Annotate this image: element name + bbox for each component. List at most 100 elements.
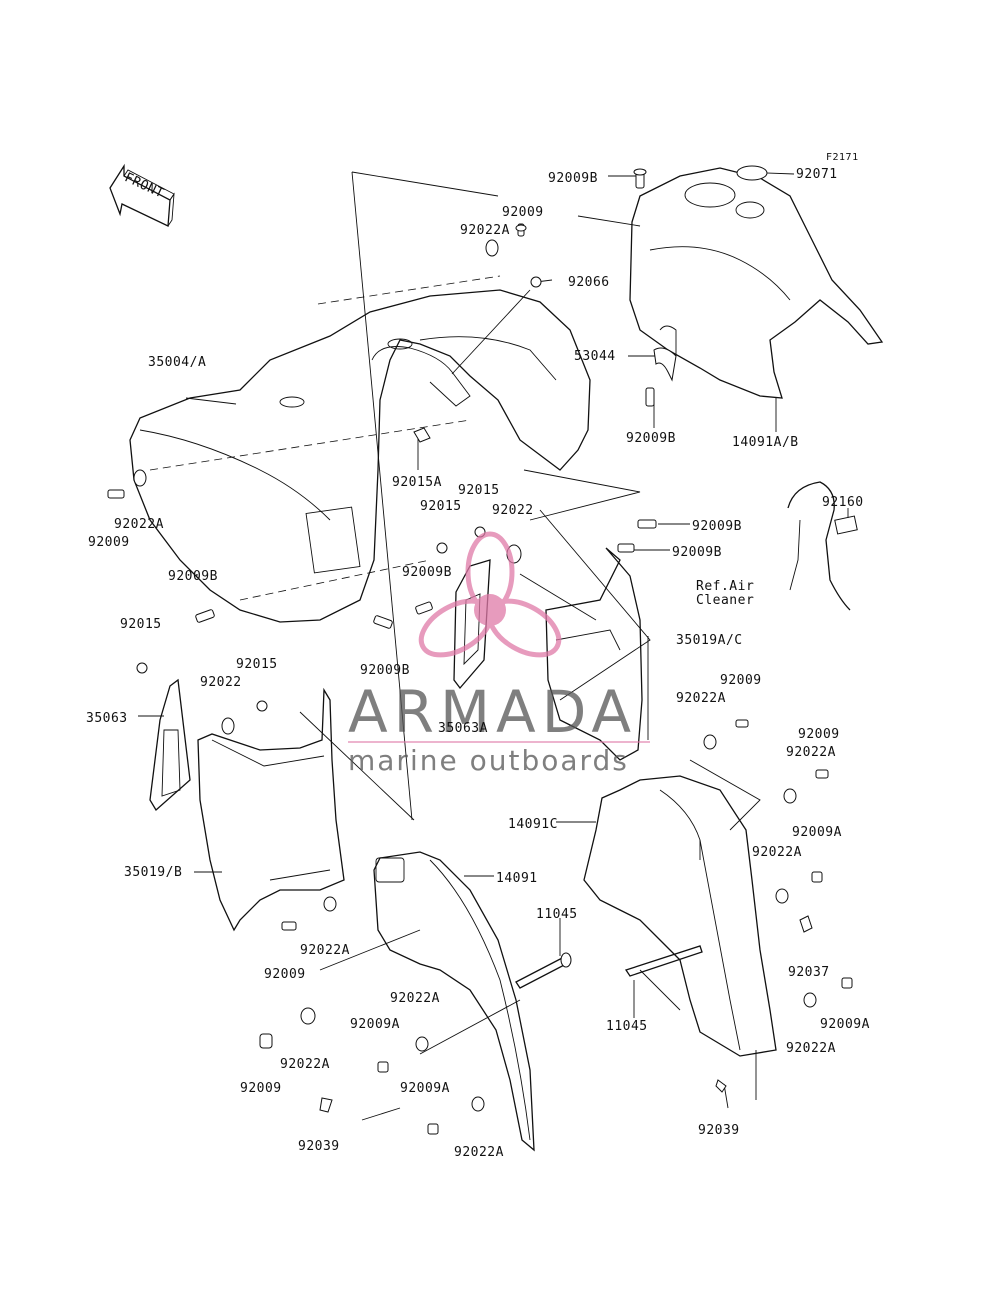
ref-note-line-1: Ref.Air <box>696 579 754 594</box>
part-label: 92009 <box>502 205 544 220</box>
part-label: 92022A <box>752 845 802 860</box>
part-label: 92015A <box>392 475 442 490</box>
diagram-code: F2171 <box>826 152 859 163</box>
part-label: 92009B <box>692 519 742 534</box>
part-label: 92022A <box>280 1057 330 1072</box>
part-label: 92015 <box>120 617 162 632</box>
bolt-92009A-b <box>841 977 853 989</box>
bolt-92009A-c <box>377 1061 389 1073</box>
part-labels: 92009B 92071 92009 92022A 92066 35004/A … <box>86 167 870 1160</box>
bolt-92009B-f <box>373 615 393 629</box>
nut-92015-c <box>136 662 148 674</box>
right-side-panel-part <box>545 547 643 761</box>
washer-92009B-rod-end <box>560 952 572 968</box>
nut-92066 <box>530 276 542 288</box>
part-label: 92022A <box>300 943 350 958</box>
part-label: 35019A/C <box>676 633 743 648</box>
front-fender-part <box>129 289 591 623</box>
rod-11045-right <box>624 945 703 977</box>
bolt-92009B-c <box>637 519 657 529</box>
part-label: 92009A <box>400 1081 450 1096</box>
front-direction-arrow: FRONT <box>109 163 175 227</box>
part-label: 92015 <box>458 483 500 498</box>
propeller-logo-icon <box>418 531 562 658</box>
part-label: 92022 <box>200 675 242 690</box>
part-label: 92009 <box>264 967 306 982</box>
nut-92015-b <box>436 542 448 554</box>
bolt-92009A-d <box>427 1123 439 1135</box>
bolt-92009B-e <box>195 609 215 623</box>
bolt-92009-c <box>735 719 749 728</box>
grommet-92071 <box>736 165 768 181</box>
watermark-title: ARMADA <box>348 678 637 746</box>
watermark-subtitle: marine outboards <box>348 744 629 777</box>
part-label: 92009B <box>360 663 410 678</box>
bolt-92009B-g <box>415 601 433 615</box>
bolt-92009-f <box>259 1033 273 1049</box>
part-label: 92009 <box>798 727 840 742</box>
left-side-panel-part <box>197 687 345 932</box>
part-label: 92009B <box>672 545 722 560</box>
bolt-92009-d <box>815 769 829 779</box>
leader-lines <box>138 171 849 1121</box>
bolt-92009B-d <box>617 543 635 553</box>
part-label: 92009A <box>350 1017 400 1032</box>
part-label: 92015 <box>420 499 462 514</box>
part-label: 35019/B <box>124 865 182 880</box>
part-label: 14091A/B <box>732 435 799 450</box>
front-label: FRONT <box>122 170 166 201</box>
part-label: 92022A <box>390 991 440 1006</box>
part-label: 92009 <box>240 1081 282 1096</box>
washer-92022A-e <box>775 888 789 904</box>
clip-53044 <box>653 347 677 382</box>
part-label: 92009A <box>820 1017 870 1032</box>
clip-92039-right <box>715 1079 727 1093</box>
inner-guard-14091C-part <box>583 775 777 1057</box>
ref-note-line-2: Cleaner <box>696 593 754 608</box>
washer-92022A-left <box>133 469 147 487</box>
part-label: 11045 <box>536 907 578 922</box>
part-label: 92009 <box>720 673 762 688</box>
washer-92022A-g <box>300 1007 316 1025</box>
washer-92022A-i <box>415 1036 429 1052</box>
part-label: 35004/A <box>148 355 206 370</box>
part-label: 35063A <box>438 721 488 736</box>
washer-92022A-c <box>703 734 717 750</box>
part-label: 92022A <box>786 1041 836 1056</box>
washer-92022A-j <box>471 1096 485 1112</box>
part-label: 92071 <box>796 167 838 182</box>
part-label: 92009 <box>88 535 130 550</box>
part-label: 92066 <box>568 275 610 290</box>
part-label: 14091C <box>508 817 558 832</box>
bolt-92009A-a <box>811 871 823 883</box>
reference-lines <box>149 171 761 1100</box>
armada-watermark: ARMADA marine outboards <box>348 531 650 777</box>
bolt-92009B-top <box>633 168 647 189</box>
part-label: 14091 <box>496 871 538 886</box>
washer-92022A-d <box>783 788 797 804</box>
washer-92022-b <box>221 717 235 735</box>
part-label: 92009B <box>548 171 598 186</box>
part-label: 92160 <box>822 495 864 510</box>
hardware-fasteners <box>107 165 853 1135</box>
part-label: 92022A <box>454 1145 504 1160</box>
part-label: 92009B <box>626 431 676 446</box>
part-label: 92039 <box>298 1139 340 1154</box>
nut-92015A <box>413 427 431 443</box>
bolt-92009-a <box>515 223 527 237</box>
part-label: 92022A <box>786 745 836 760</box>
bolt-92009B-b <box>645 387 655 407</box>
clip-92037 <box>799 915 813 933</box>
washer-92022A-h <box>803 992 817 1008</box>
washer-92022A-a <box>485 239 499 257</box>
bolt-92009-e <box>281 921 297 931</box>
part-label: 92037 <box>788 965 830 980</box>
bracket-35063-part <box>149 678 191 812</box>
part-label: 92015 <box>236 657 278 672</box>
nut-92015-d <box>256 700 268 712</box>
bolt-92009-left <box>107 489 125 499</box>
part-label: 11045 <box>606 1019 648 1034</box>
part-label: 92022A <box>676 691 726 706</box>
